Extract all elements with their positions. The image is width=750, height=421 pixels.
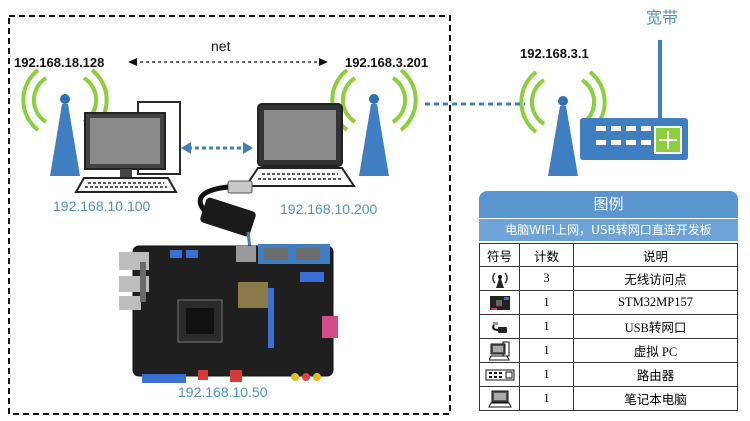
- legend-title: 图例: [479, 191, 738, 218]
- ip-router-label: 192.168.3.1: [520, 46, 589, 61]
- legend-count: 1: [519, 290, 574, 315]
- legend-desc: 无线访问点: [573, 266, 738, 291]
- pc-laptop-arrow: [181, 142, 253, 154]
- net-arrow: [128, 58, 328, 66]
- dev-board: [119, 244, 338, 383]
- usb-ethernet-icon: [491, 321, 507, 333]
- legend-desc: 虚拟 PC: [573, 338, 738, 363]
- ip-board-label: 192.168.10.50: [178, 384, 268, 400]
- legend-count: 1: [519, 386, 574, 411]
- legend-subtitle: 电脑WIFI上网，USB转网口直连开发板: [479, 219, 738, 241]
- local-boundary-box: [8, 15, 451, 415]
- desktop-pc-icon: [488, 341, 510, 360]
- legend-count: 1: [519, 362, 574, 387]
- laptop-icon: [487, 390, 512, 407]
- ip-mid-label: 192.168.3.201: [345, 55, 429, 70]
- legend-desc: STM32MP157: [573, 290, 738, 315]
- ip-left-label: 192.168.18.128: [14, 55, 105, 70]
- legend-desc: USB转网口: [573, 314, 738, 339]
- wireless-ap-mid: [330, 68, 418, 176]
- legend-count: 1: [519, 338, 574, 363]
- table-row: 1 虚拟 PC: [479, 338, 738, 363]
- dev-board-icon: [489, 295, 510, 310]
- legend-desc: 笔记本电脑: [573, 386, 738, 411]
- laptop: [244, 103, 356, 187]
- desktop-pc: [74, 101, 181, 193]
- legend-header-symbol: 符号: [479, 243, 520, 267]
- legend-header-row: 符号 计数 说明: [479, 243, 738, 267]
- legend-header-desc: 说明: [573, 243, 738, 267]
- table-row: 1 STM32MP157: [479, 290, 738, 315]
- ip-pc-label: 192.168.10.100: [53, 198, 151, 214]
- table-row: 1 笔记本电脑: [479, 386, 738, 411]
- legend-desc: 路由器: [573, 362, 738, 387]
- table-row: 3 无线访问点: [479, 266, 738, 291]
- legend-header-count: 计数: [519, 243, 574, 267]
- router: [580, 40, 688, 160]
- router-icon: [485, 369, 514, 381]
- table-row: 1 USB转网口: [479, 314, 738, 339]
- legend-count: 1: [519, 314, 574, 339]
- legend: 图例 电脑WIFI上网，USB转网口直连开发板 符号 计数 说明 3 无线访问点…: [479, 191, 738, 412]
- broadband-label: 宽带: [646, 8, 679, 27]
- legend-count: 3: [519, 266, 574, 291]
- net-label: net: [211, 38, 231, 54]
- table-row: 1 路由器: [479, 362, 738, 387]
- wireless-ap-icon: [491, 271, 508, 288]
- legend-table: 符号 计数 说明 3 无线访问点 1 STM32MP157 1 USB转网口 1…: [479, 243, 738, 411]
- ip-laptop-label: 192.168.10.200: [280, 201, 378, 217]
